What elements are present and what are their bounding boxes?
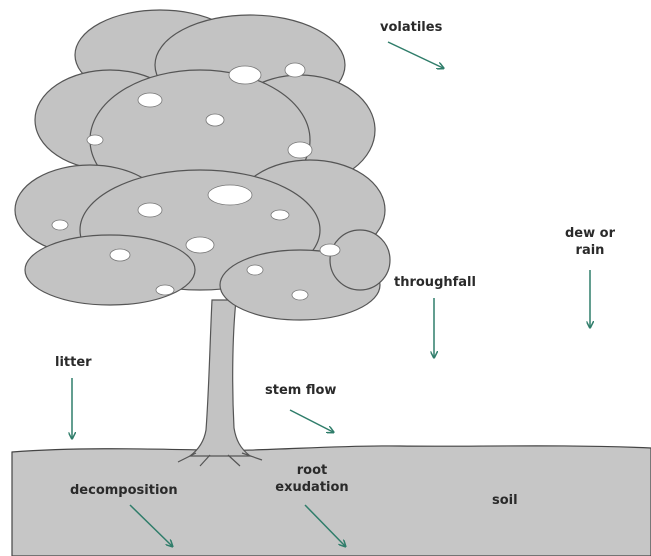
decomposition-label: decomposition [70, 483, 178, 498]
root-exudation-arrow [304, 504, 345, 546]
soil-label: soil [492, 493, 518, 508]
root-exudation-line-2: exudation [275, 480, 349, 495]
decomposition-arrow [129, 504, 172, 546]
stem-flow-arrow [289, 409, 333, 432]
root-exudation-label: root exudation [272, 462, 352, 496]
volatiles-arrow [387, 41, 443, 68]
tree-trunk [188, 299, 252, 457]
soil-layer [11, 445, 651, 556]
tree-canopy [14, 9, 391, 321]
dew-or-rain-line-1: dew or [564, 226, 615, 241]
tree-roots [177, 452, 263, 467]
root-exudation-line-1: root [296, 463, 328, 478]
throughfall-label: throughfall [394, 275, 476, 290]
litter-label: litter [55, 355, 92, 370]
dew-or-rain-line-2: rain [575, 243, 605, 258]
volatiles-label: volatiles [380, 20, 443, 35]
dew-or-rain-label: dew or rain [562, 225, 618, 259]
stem-flow-label: stem flow [265, 383, 337, 398]
canopy-gaps [51, 62, 341, 301]
